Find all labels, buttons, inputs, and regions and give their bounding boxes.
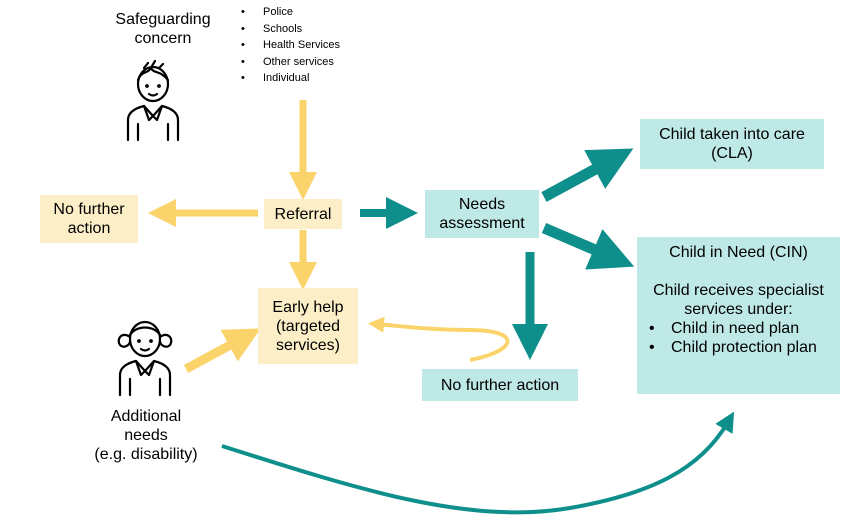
arrow-needs-to-early-help bbox=[183, 328, 261, 373]
arrow-assessment-to-cin bbox=[541, 222, 635, 270]
child-in-need-box: Child in Need (CIN) Child receives speci… bbox=[637, 237, 840, 394]
boy-person-icon bbox=[126, 60, 180, 142]
cin-body: Child receives specialist services under… bbox=[653, 282, 824, 318]
arrow-needs-to-cin bbox=[221, 411, 735, 515]
source-item: Schools bbox=[239, 21, 340, 38]
child-in-care-box: Child taken into care (CLA) bbox=[640, 119, 824, 169]
early-help-box: Early help (targeted services) bbox=[258, 288, 358, 364]
referral-sources-list: Police Schools Health Services Other ser… bbox=[239, 4, 340, 87]
needs-assessment-box: Needs assessment bbox=[425, 190, 539, 238]
cin-plans-list: Child in need plan Child protection plan bbox=[649, 319, 817, 357]
safeguarding-concern-label: Safeguarding concern bbox=[115, 11, 211, 47]
girl-person-icon bbox=[117, 320, 173, 397]
cin-plan-item: Child protection plan bbox=[649, 338, 817, 357]
source-item: Health Services bbox=[239, 37, 340, 54]
arrow-nfa-to-early-help bbox=[368, 316, 510, 362]
source-item: Individual bbox=[239, 70, 340, 87]
additional-needs-label: Additional needs (e.g. disability) bbox=[94, 408, 198, 463]
cin-title: Child in Need (CIN) bbox=[669, 244, 808, 261]
referral-box: Referral bbox=[264, 199, 342, 229]
no-further-action-bottom-box: No further action bbox=[422, 369, 578, 401]
cin-plan-item: Child in need plan bbox=[649, 319, 817, 338]
no-further-action-left-box: No further action bbox=[40, 195, 138, 243]
arrow-assessment-to-care bbox=[541, 148, 634, 202]
source-item: Police bbox=[239, 4, 340, 21]
source-item: Other services bbox=[239, 54, 340, 71]
